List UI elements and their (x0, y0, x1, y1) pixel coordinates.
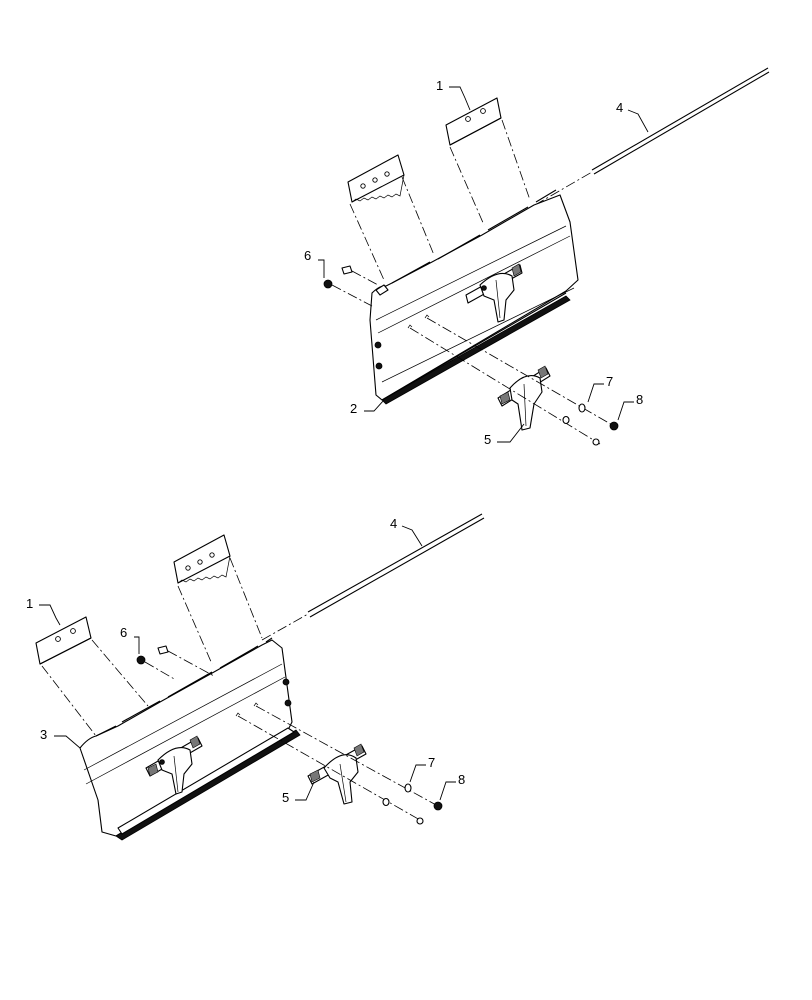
top-washer-part-7 (562, 403, 586, 425)
bottom-rod-part-4 (261, 513, 485, 641)
callout-3: 3 (40, 727, 47, 742)
top-hardware-part-6 (323, 265, 379, 307)
callout-4: 4 (390, 516, 397, 531)
bottom-hinge-plate-part-1 (35, 616, 149, 737)
bottom-callouts: 4 1 6 3 7 8 5 (26, 516, 465, 805)
callout-1: 1 (436, 78, 443, 93)
top-assembly: 1 4 6 2 5 7 8 (304, 67, 770, 447)
callout-8: 8 (636, 392, 643, 407)
top-rod-part-4 (534, 67, 770, 206)
top-latch-part-5 (497, 365, 551, 431)
top-hinge-plate-rear (347, 154, 435, 281)
bottom-hardware-part-6 (136, 645, 215, 681)
callout-5: 5 (484, 432, 491, 447)
top-hinge-plate-part-1 (445, 97, 531, 226)
callout-2: 2 (350, 401, 357, 416)
top-panel-latch (465, 263, 523, 323)
bottom-latch-part-5 (307, 743, 367, 805)
callout-7: 7 (428, 755, 435, 770)
bottom-nut-part-8 (416, 801, 443, 825)
callout-6: 6 (304, 248, 311, 263)
callout-1: 1 (26, 596, 33, 611)
bottom-washer-part-7 (382, 783, 412, 807)
callout-7: 7 (606, 374, 613, 389)
top-callouts: 1 4 6 2 5 7 8 (304, 78, 649, 447)
bottom-panel-latch (145, 735, 203, 795)
callout-5: 5 (282, 790, 289, 805)
top-nut-part-8 (592, 421, 619, 446)
bottom-panel-part-3 (79, 637, 301, 841)
callout-6: 6 (120, 625, 127, 640)
bottom-assembly: 4 1 6 3 7 8 5 (26, 513, 485, 841)
callout-8: 8 (458, 772, 465, 787)
callout-4: 4 (616, 100, 623, 115)
bottom-hinge-plate-rear (173, 534, 263, 665)
